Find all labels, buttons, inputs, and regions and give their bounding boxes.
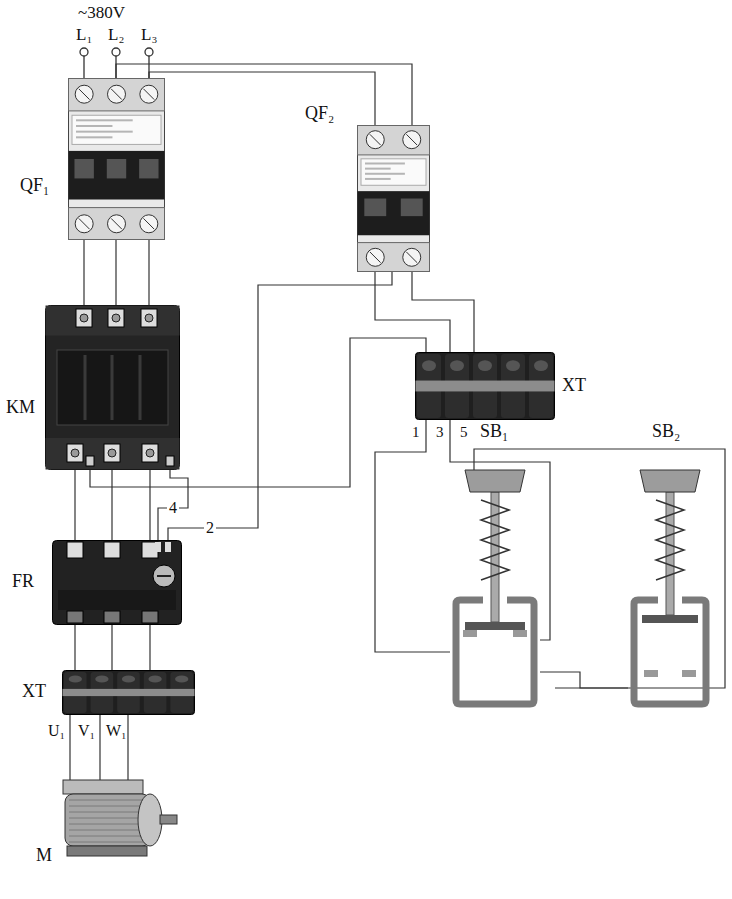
block-device: XT bbox=[62, 670, 195, 715]
wire bbox=[168, 272, 392, 540]
motor-terminal: U₁ bbox=[48, 722, 65, 740]
button-drawing bbox=[628, 470, 712, 710]
wire bbox=[375, 272, 474, 352]
device-label: SB₂ bbox=[652, 422, 680, 442]
wire-path bbox=[99, 715, 100, 780]
wire-path bbox=[69, 715, 70, 780]
device-label: XT bbox=[562, 376, 586, 396]
wire-path bbox=[83, 240, 84, 305]
terminal-number: 1 bbox=[412, 424, 420, 441]
wire bbox=[70, 715, 128, 780]
wire bbox=[540, 672, 628, 688]
wire-path bbox=[540, 672, 628, 688]
wire-path bbox=[115, 240, 116, 305]
wire bbox=[75, 625, 150, 670]
wire-path bbox=[74, 470, 75, 540]
wire-path bbox=[149, 625, 150, 670]
block-drawing bbox=[62, 670, 195, 715]
button-device: SB₂ bbox=[628, 470, 712, 710]
wire-path bbox=[127, 715, 128, 780]
terminal-number: 5 bbox=[460, 424, 468, 441]
wire-path bbox=[74, 625, 75, 670]
device-label: FR bbox=[12, 572, 34, 592]
breaker-drawing bbox=[357, 125, 430, 272]
wire-path bbox=[149, 470, 150, 540]
wire bbox=[158, 470, 188, 540]
device-label: M bbox=[36, 846, 52, 866]
wire bbox=[84, 240, 149, 305]
wire-path bbox=[168, 272, 392, 540]
device-label: KM bbox=[6, 398, 35, 418]
motor-terminal: W₁ bbox=[106, 722, 127, 740]
wire bbox=[75, 470, 150, 540]
breaker-drawing bbox=[68, 78, 165, 240]
block-device: XT bbox=[415, 352, 555, 420]
contactor-device: KM bbox=[45, 305, 180, 470]
block-drawing bbox=[415, 352, 555, 420]
contactor-drawing bbox=[45, 305, 180, 470]
wire-number: 4 bbox=[167, 499, 179, 517]
device-label: QF₂ bbox=[305, 104, 334, 124]
fr-device: FR bbox=[52, 540, 182, 625]
button-device: SB₁ bbox=[450, 470, 540, 710]
wire-path bbox=[412, 272, 474, 352]
wire-path bbox=[111, 625, 112, 670]
wire-path bbox=[148, 240, 149, 305]
supply-label: L₃ bbox=[141, 26, 157, 45]
button-drawing bbox=[450, 470, 540, 710]
motor-device: M bbox=[55, 780, 180, 862]
device-label: QF₁ bbox=[20, 176, 49, 196]
wire-path bbox=[111, 470, 112, 540]
breaker-device: QF₁ bbox=[68, 78, 165, 240]
wire bbox=[375, 420, 550, 652]
wire-path bbox=[375, 420, 450, 652]
breaker-device: QF₂ bbox=[357, 125, 430, 272]
wire-path bbox=[158, 470, 188, 540]
motor-terminal: V₁ bbox=[78, 722, 95, 740]
supply-label: L₁ bbox=[76, 26, 92, 45]
device-label: XT bbox=[22, 682, 46, 702]
terminal-number: 3 bbox=[436, 424, 444, 441]
wire-path bbox=[149, 72, 375, 125]
motor-drawing bbox=[55, 780, 180, 862]
fr-drawing bbox=[52, 540, 182, 625]
supply-label: L₂ bbox=[108, 26, 124, 45]
device-label: SB₁ bbox=[480, 422, 508, 442]
wire-number: 2 bbox=[204, 519, 216, 537]
supply-label: ~380V bbox=[78, 4, 125, 23]
